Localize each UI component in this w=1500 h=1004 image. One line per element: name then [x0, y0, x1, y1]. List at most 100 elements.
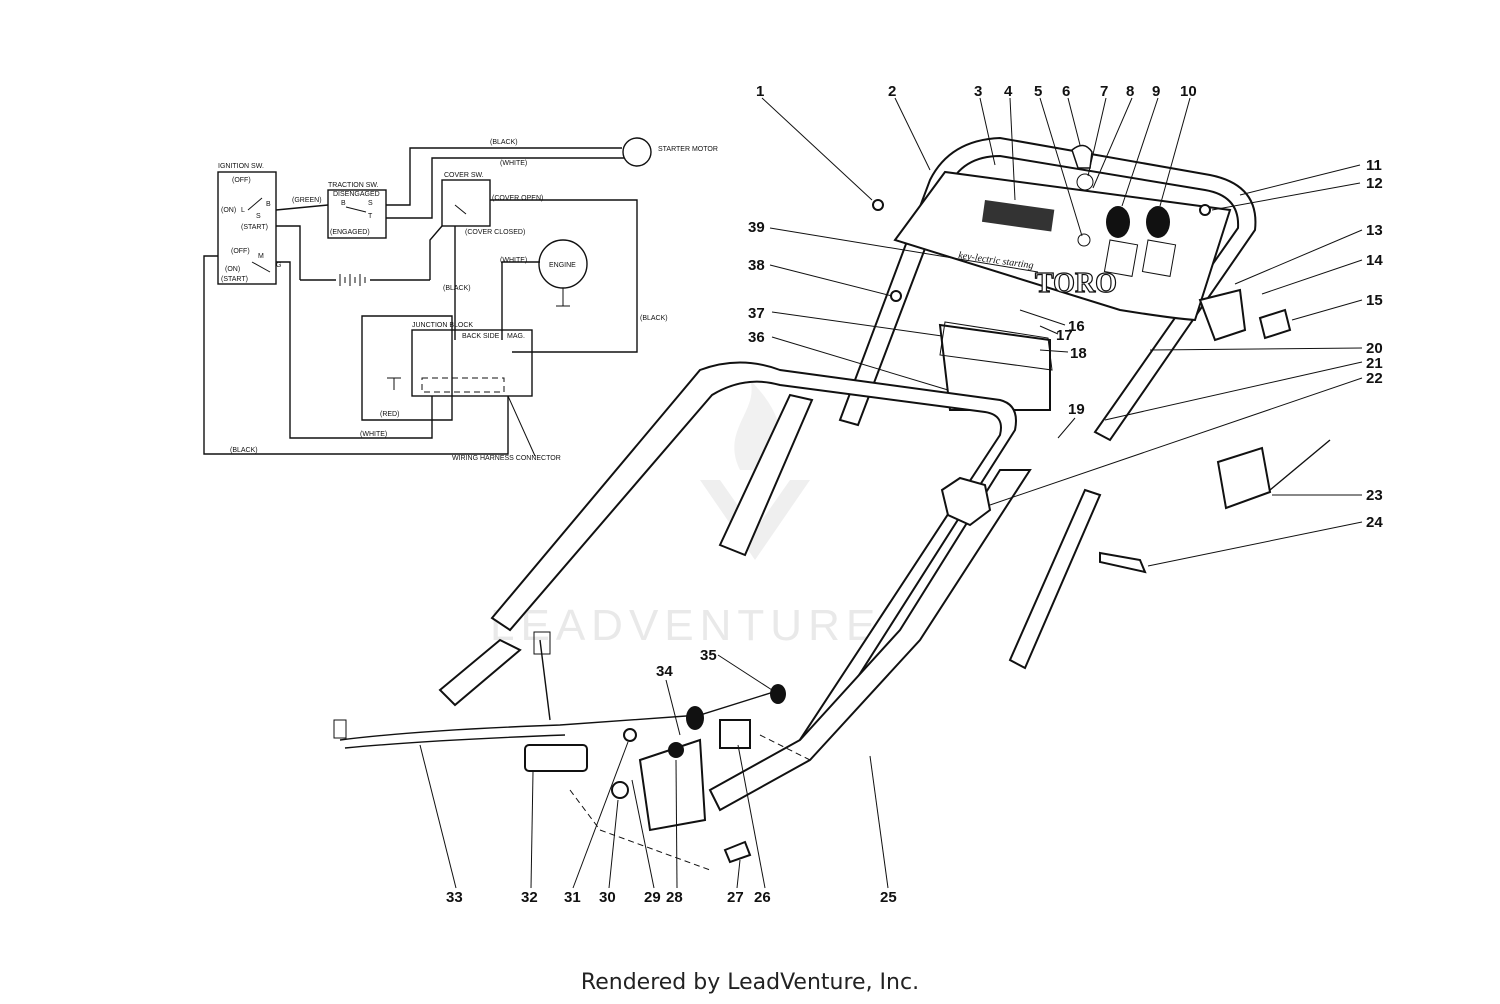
knob-30	[611, 781, 629, 799]
junction-mag: MAG.	[507, 333, 525, 340]
ignition-s: S	[256, 213, 261, 220]
callout-19: 19	[1068, 401, 1085, 418]
wire-black-right	[490, 199, 638, 353]
wire-black-right-label: (BLACK)	[640, 315, 668, 322]
left-strap	[718, 393, 814, 557]
bolt-27	[723, 840, 752, 864]
callout-leaders	[419, 97, 1363, 889]
callout-21: 21	[1366, 355, 1383, 372]
harness-lead	[539, 639, 551, 721]
ignition-on2: (ON)	[225, 266, 240, 273]
battery-box	[938, 323, 1051, 411]
wire-white-engine-label: (WHITE)	[500, 257, 527, 264]
wire-black-top	[386, 147, 622, 206]
bolt-24	[1099, 551, 1147, 574]
upper-handle	[838, 136, 1257, 442]
handle-assembly: TORO key-lectric starting	[333, 136, 1331, 871]
control-panel	[893, 170, 1232, 322]
watermark-logo	[700, 480, 810, 560]
callout-37: 37	[748, 305, 765, 322]
decal-text-block	[981, 199, 1055, 232]
wiring-schematic: IGNITION SW. (OFF) (ON) L B S (START) (O…	[203, 137, 718, 462]
ignition-contact-a	[247, 197, 263, 211]
wire-green-label: (GREEN)	[292, 197, 322, 204]
cover-closed: (COVER CLOSED)	[465, 229, 525, 236]
control-cable-lower	[344, 734, 566, 749]
callout-17: 17	[1056, 327, 1073, 344]
switch-cover	[1258, 308, 1292, 340]
choke-slot	[1141, 239, 1177, 277]
wire-white-engine	[501, 261, 540, 340]
traction-t: T	[368, 213, 373, 220]
control-cable	[339, 689, 781, 741]
right-strap	[1008, 488, 1102, 670]
watermark: LEADVENTURE	[490, 380, 875, 650]
callout-8: 8	[1126, 83, 1134, 100]
bushing-35	[770, 684, 786, 704]
key-nut	[1076, 173, 1094, 191]
ignition-g: G	[276, 262, 281, 269]
callout-30: 30	[599, 889, 616, 906]
callout-31: 31	[564, 889, 581, 906]
callout-numbers: 1 2 3 4 5 6 7 8 9 10 11 12 13 14 15 16 1…	[446, 83, 1383, 906]
screw-1	[872, 199, 884, 211]
ignition-switch-box	[217, 171, 277, 285]
callout-35: 35	[700, 647, 717, 664]
wire-green	[275, 204, 329, 211]
callout-4: 4	[1004, 83, 1013, 100]
screw-12	[1199, 204, 1211, 216]
traction-contact	[345, 206, 367, 213]
callout-18: 18	[1070, 345, 1087, 362]
switch-assembly	[1198, 288, 1247, 342]
traction-switch-box	[327, 189, 387, 239]
wire-white-top	[386, 157, 624, 219]
nut-28	[668, 742, 684, 758]
harness-connector-outline	[421, 377, 505, 393]
traction-b: B	[341, 200, 346, 207]
wire-red-loop	[361, 315, 453, 421]
ignition-start2: (START)	[221, 276, 248, 283]
ignition-title: IGNITION SW.	[218, 163, 264, 170]
traction-title: TRACTION SW.	[328, 182, 379, 189]
panel-brand: TORO	[1035, 268, 1117, 299]
callout-22: 22	[1366, 370, 1383, 387]
relay-box	[1216, 446, 1272, 510]
ignition-contact-b	[251, 261, 271, 273]
bolt-31	[623, 728, 637, 742]
callout-11: 11	[1366, 157, 1382, 174]
traction-engaged: (ENGAGED)	[330, 229, 370, 236]
callout-10: 10	[1180, 83, 1197, 100]
assembly-hidden-line-a	[569, 789, 711, 871]
callout-9: 9	[1152, 83, 1160, 100]
wire-black-top-label: (BLACK)	[490, 139, 518, 146]
bracket-26	[719, 719, 751, 749]
relay-wire	[1269, 439, 1331, 491]
callout-28: 28	[666, 889, 683, 906]
ignition-key-socket	[1077, 233, 1091, 247]
junction-title: JUNCTION BLOCK	[412, 322, 473, 329]
wire-black-bottom-label: (BLACK)	[230, 447, 258, 454]
cable-end-plug	[333, 719, 347, 739]
traction-sub: DISENGAGED	[333, 191, 380, 198]
callout-23: 23	[1366, 487, 1383, 504]
footer-credit: Rendered by LeadVenture, Inc.	[580, 970, 920, 995]
left-handle-end	[438, 638, 522, 707]
wire-white-top-label: (WHITE)	[500, 160, 527, 167]
junction-block	[411, 329, 533, 397]
harness-leader	[507, 395, 536, 457]
junction-back: BACK SIDE	[462, 333, 500, 340]
engine-label: ENGINE	[549, 262, 576, 269]
callout-12: 12	[1366, 175, 1383, 192]
callout-1: 1	[756, 83, 764, 100]
callout-5: 5	[1034, 83, 1042, 100]
wire-black-bottom	[203, 255, 509, 455]
spring-34	[686, 706, 704, 730]
bracket-32	[524, 744, 588, 772]
battery-symbol	[339, 274, 366, 286]
screw-38	[890, 290, 902, 302]
callout-7: 7	[1100, 83, 1108, 100]
starter-label: STARTER MOTOR	[658, 146, 718, 153]
cover-title: COVER SW.	[444, 172, 484, 179]
ignition-on: (ON)	[221, 207, 236, 214]
callout-34: 34	[656, 663, 673, 680]
